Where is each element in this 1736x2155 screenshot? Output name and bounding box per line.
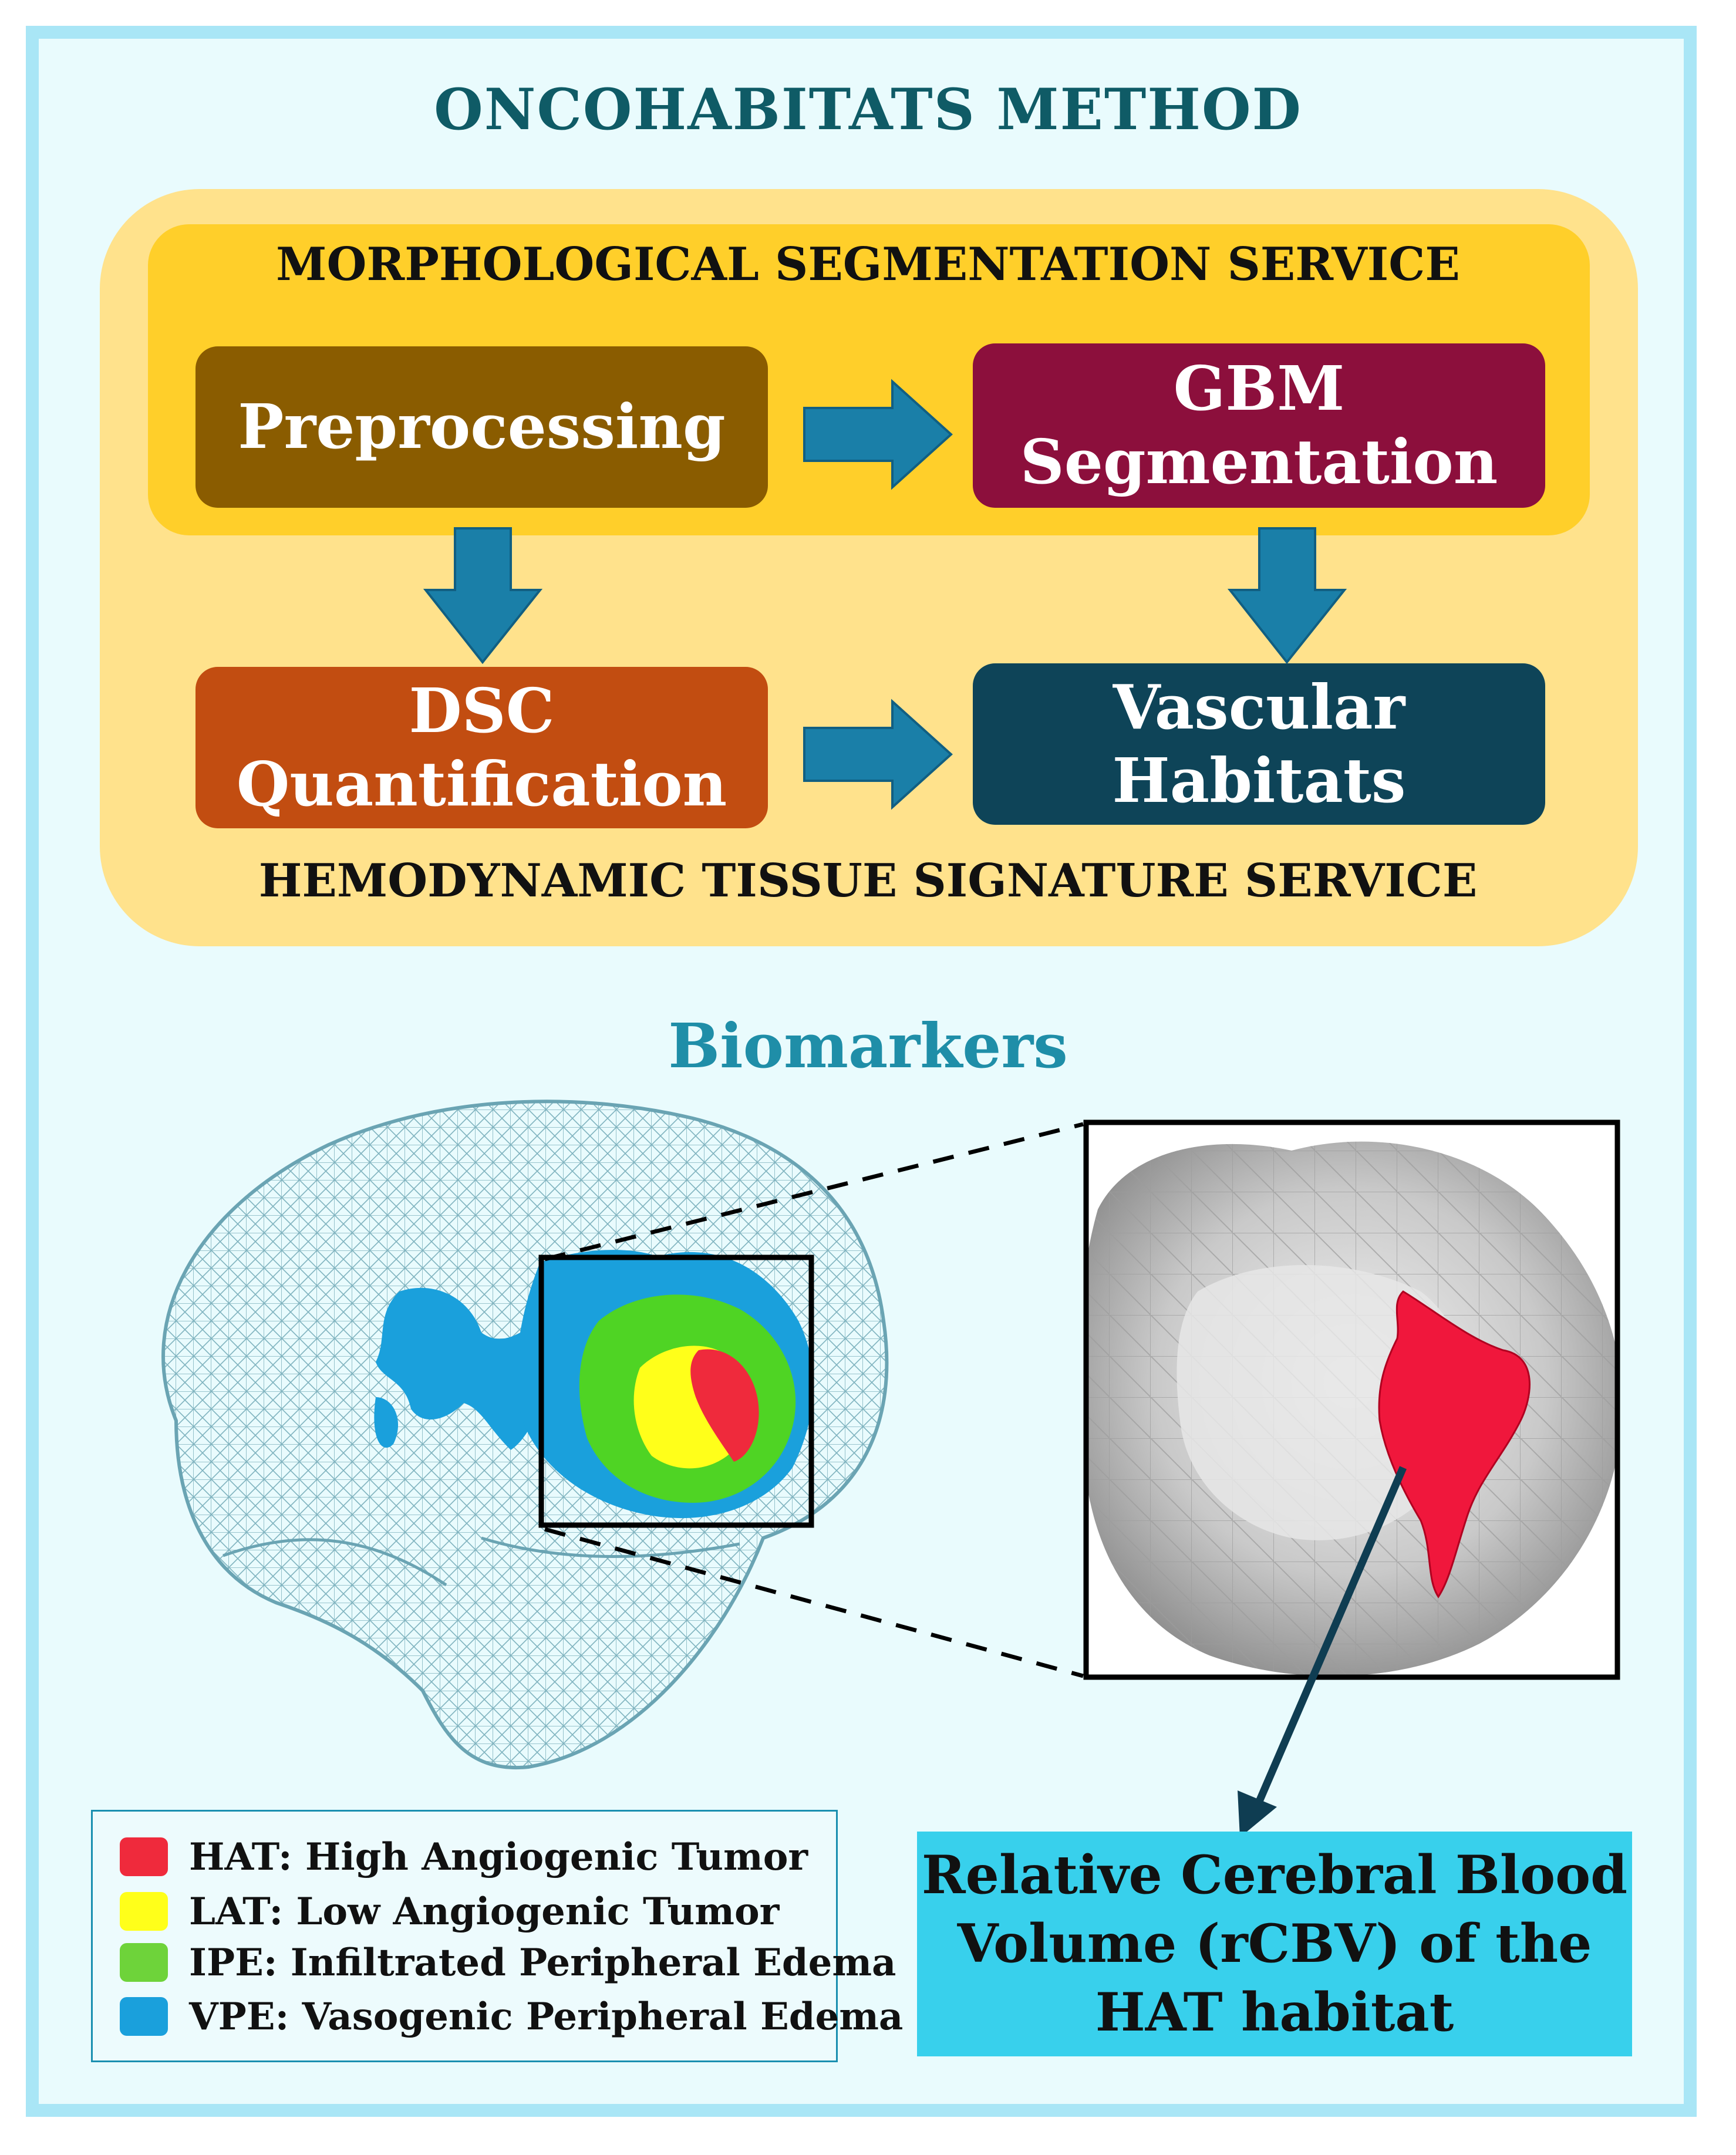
- legend-label-vpe: VPE: Vasogenic Peripheral Edema: [189, 1994, 904, 2039]
- hemodynamic-service-label: HEMODYNAMIC TISSUE SIGNATURE SERVICE: [258, 854, 1478, 908]
- gbm-label-line1: GBM: [1173, 352, 1345, 425]
- rcbv-pointer-head: [1238, 1790, 1277, 1837]
- legend-item-ipe: IPE: Infiltrated Peripheral Edema: [120, 1940, 896, 1985]
- legend-label-hat: HAT: High Angiogenic Tumor: [189, 1834, 808, 1879]
- ipe-swatch: [120, 1943, 168, 1982]
- gbm-label-line2: Segmentation: [1020, 426, 1498, 498]
- vascular-label: Vascular Habitats: [1112, 670, 1406, 817]
- lat-swatch: [120, 1892, 168, 1931]
- rcbv-pointer-line: [1253, 1466, 1407, 1810]
- arrow-preprocessing-to-dsc: [423, 527, 543, 665]
- zoom-connector-top: [544, 1122, 1084, 1262]
- flow-arrows: [423, 379, 1347, 810]
- dsc-label-line2: Quantification: [236, 747, 727, 820]
- hat-region: [690, 1349, 759, 1462]
- legend-label-lat: LAT: Low Angiogenic Tumor: [189, 1889, 780, 1934]
- zoom-panel-border: [1083, 1119, 1620, 1680]
- hat-swatch: [120, 1837, 168, 1876]
- rcbv-line1: Relative Cerebral Blood: [921, 1844, 1628, 1906]
- rcbv-line3: HAT habitat: [1095, 1981, 1454, 2043]
- zoom-connector-bottom: [544, 1527, 1084, 1678]
- vpe-swatch: [120, 1997, 168, 2036]
- gbm-segmentation-box: GBM Segmentation: [973, 343, 1545, 508]
- vascular-habitats-box: Vascular Habitats: [973, 663, 1545, 825]
- biomarkers-heading: Biomarkers: [668, 1010, 1068, 1082]
- legend: HAT: High Angiogenic Tumor LAT: Low Angi…: [91, 1810, 903, 2062]
- zoomed-hat-region: [1378, 1290, 1531, 1598]
- arrow-gbm-to-vascular: [1227, 527, 1347, 665]
- legend-item-vpe: VPE: Vasogenic Peripheral Edema: [120, 1994, 904, 2039]
- dsc-quantification-box: DSC Quantification: [195, 667, 768, 828]
- legend-label-ipe: IPE: Infiltrated Peripheral Edema: [189, 1940, 896, 1985]
- arrow-preprocessing-to-gbm: [803, 379, 953, 490]
- morphological-service-label: MORPHOLOGICAL SEGMENTATION SERVICE: [276, 238, 1460, 291]
- preprocessing-box: Preprocessing: [195, 346, 768, 508]
- legend-item-lat: LAT: Low Angiogenic Tumor: [120, 1889, 780, 1934]
- arrow-dsc-to-vascular: [803, 699, 953, 810]
- legend-item-hat: HAT: High Angiogenic Tumor: [120, 1834, 808, 1879]
- diagram-title: ONCOHABITATS METHOD: [434, 76, 1302, 143]
- rcbv-box: Relative Cerebral Blood Volume (rCBV) of…: [917, 1832, 1632, 2056]
- focus-box: [538, 1254, 814, 1528]
- preprocessing-label: Preprocessing: [238, 390, 726, 463]
- dsc-label-line1: DSC: [409, 674, 555, 747]
- rcbv-line2: Volume (rCBV) of the: [957, 1913, 1592, 1975]
- brain-fold-2: [481, 1536, 740, 1558]
- brain-fold: [223, 1538, 447, 1587]
